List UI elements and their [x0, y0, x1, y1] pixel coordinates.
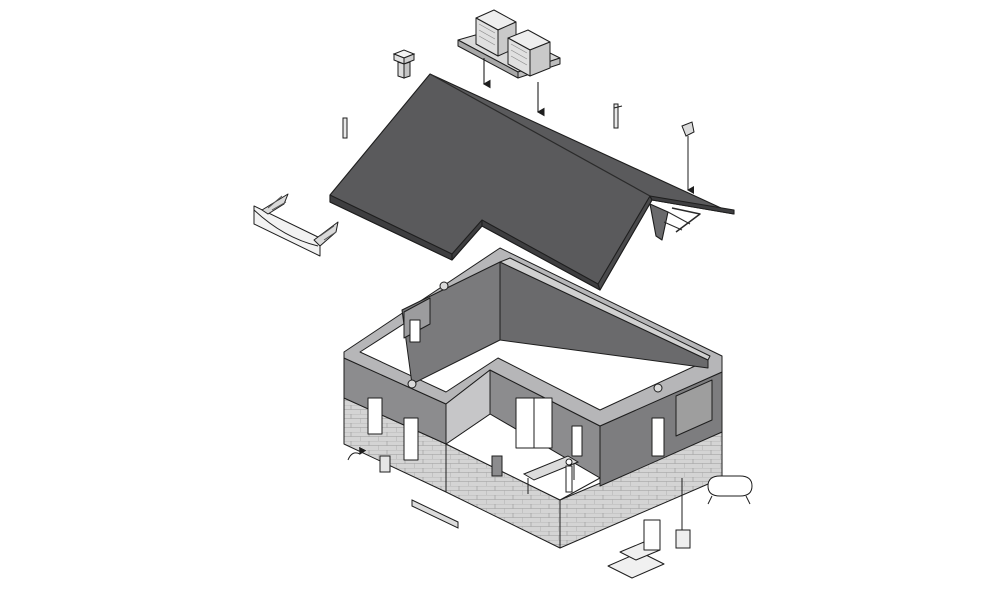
roof — [329, 73, 735, 291]
roof-vent-pipe — [613, 103, 623, 129]
figure — [565, 458, 573, 493]
electrical-meter-box — [675, 478, 691, 549]
rooftop-ac-units — [457, 9, 561, 79]
interior-chair — [491, 455, 503, 477]
flag-pole — [342, 117, 348, 139]
rotation-arrow — [347, 446, 367, 461]
entry-stairs — [607, 519, 665, 579]
propane-tank — [707, 475, 753, 505]
awning-bracket-assembly — [253, 193, 339, 257]
interior-workbench — [522, 455, 580, 494]
chimney — [392, 49, 416, 79]
roof-lamp — [681, 121, 695, 194]
drain-trim — [411, 499, 459, 529]
building-shell — [343, 247, 723, 549]
loose-door — [379, 455, 391, 473]
ac-arrows — [482, 58, 545, 117]
